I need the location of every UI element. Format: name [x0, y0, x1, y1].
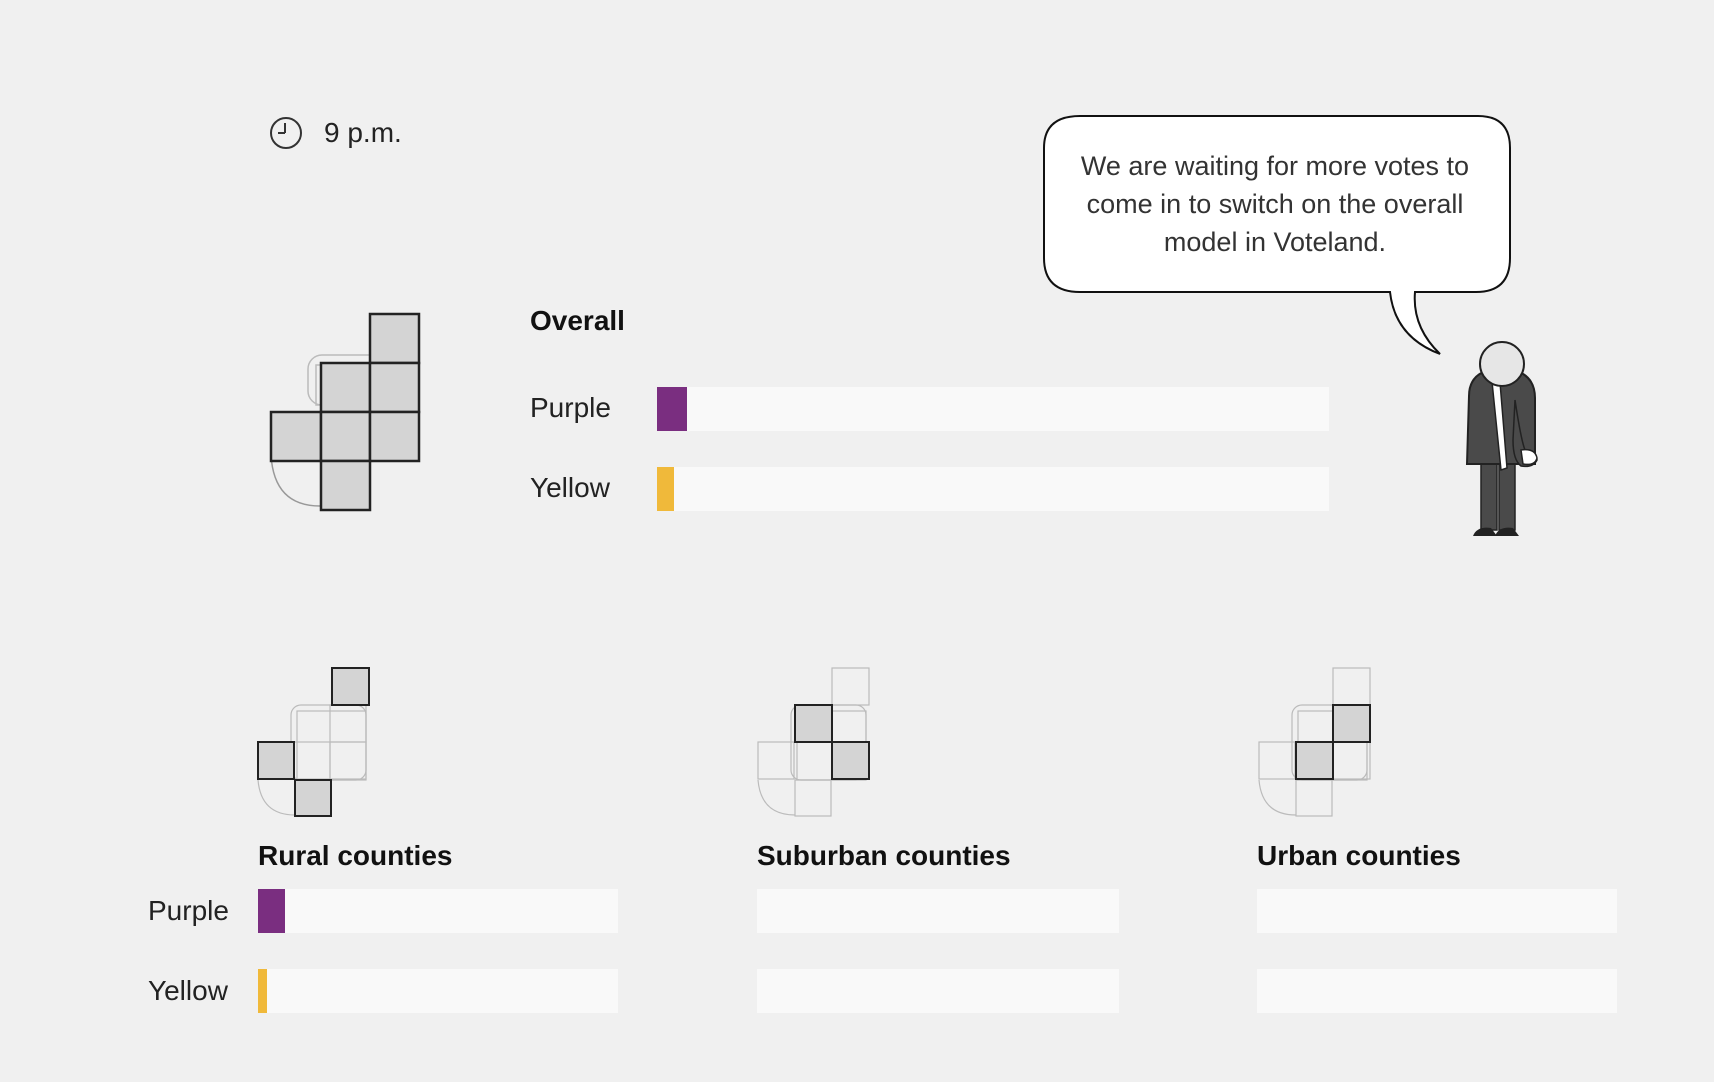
bubble-text: We are waiting for more votes to come in…	[1080, 151, 1470, 257]
rural-purple-bar	[258, 889, 618, 933]
urban-title: Urban counties	[1257, 840, 1461, 871]
time-label: 9 p.m.	[324, 117, 402, 148]
rural-title: Rural counties	[258, 840, 453, 871]
suburban-purple-bar	[757, 889, 1119, 933]
person-illustration	[1465, 341, 1538, 536]
overall-purple-bar	[657, 387, 1329, 431]
overall-yellow-label: Yellow	[530, 472, 610, 503]
voteland-map-rural	[257, 667, 370, 817]
suburban-title: Suburban counties	[757, 840, 1011, 871]
voteland-map-suburban	[757, 667, 870, 817]
suburban-yellow-bar	[757, 969, 1119, 1013]
urban-purple-bar	[1257, 889, 1617, 933]
overall-title: Overall	[530, 305, 625, 336]
speech-bubble	[1043, 115, 1511, 355]
overall-purple-fill	[657, 387, 688, 431]
voteland-map-urban	[1258, 667, 1371, 817]
voteland-map-overall	[269, 312, 421, 512]
overall-yellow-bar	[657, 467, 1329, 511]
clock-icon	[270, 117, 302, 149]
rural-yellow-fill	[258, 969, 268, 1013]
rural-purple-fill	[258, 889, 285, 933]
overall-purple-label: Purple	[530, 392, 611, 423]
rural-yellow-label: Yellow	[148, 975, 228, 1006]
overall-yellow-fill	[657, 467, 674, 511]
rural-yellow-bar	[258, 969, 618, 1013]
rural-purple-label: Purple	[148, 895, 229, 926]
urban-yellow-bar	[1257, 969, 1617, 1013]
